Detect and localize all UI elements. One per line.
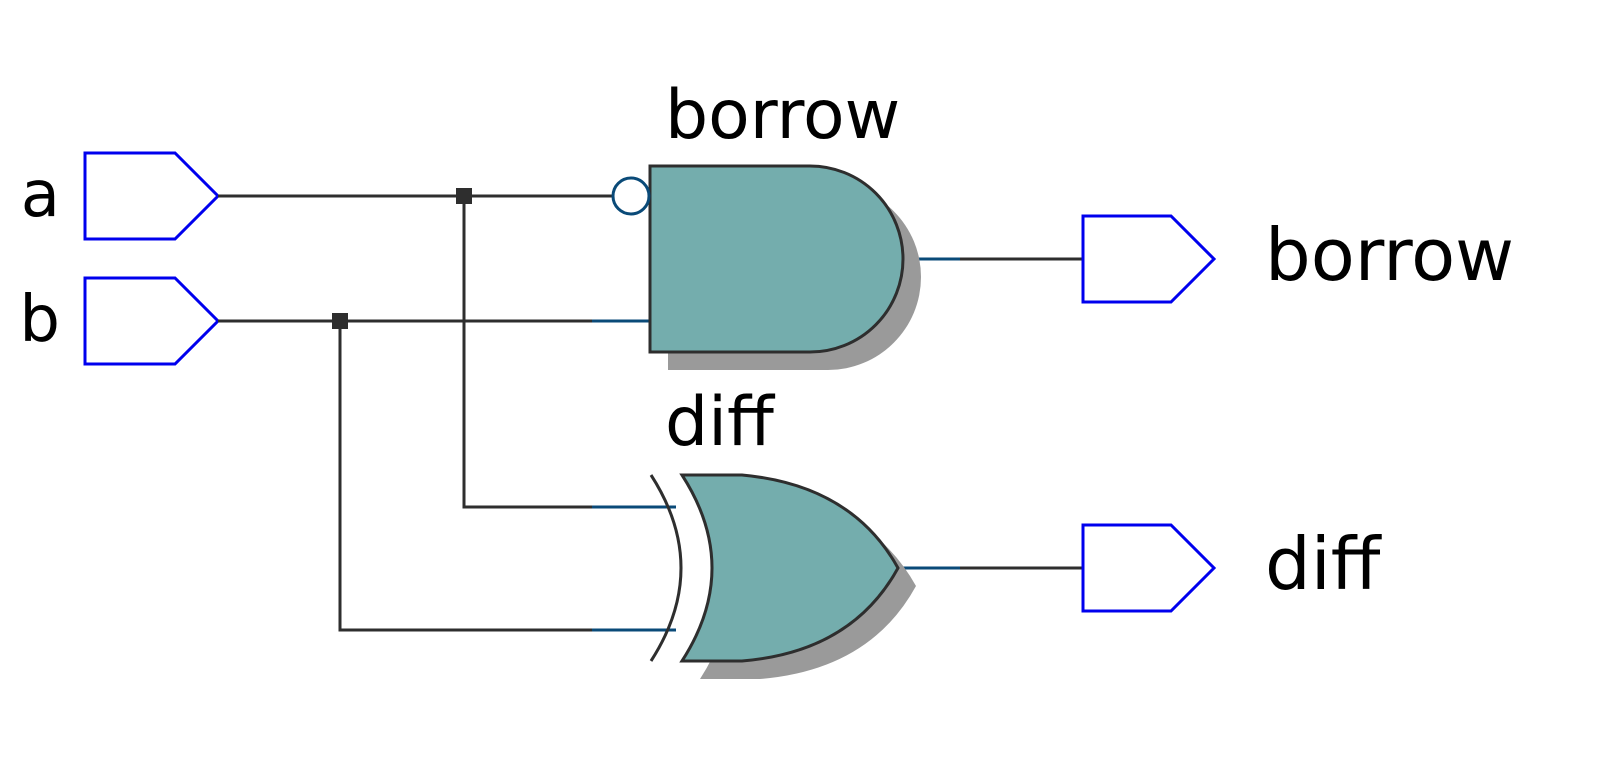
and-gate-borrow[interactable]: borrow — [611, 76, 921, 370]
junction-b — [332, 313, 348, 329]
output-port-borrow-shape — [1081, 214, 1217, 304]
output-port-diff[interactable]: diff — [1081, 522, 1382, 613]
pin-stubs — [592, 257, 960, 632]
output-port-diff-label: diff — [1265, 522, 1382, 606]
xor-gate-body — [679, 473, 900, 663]
wires — [218, 194, 1083, 632]
input-port-a[interactable]: a — [21, 151, 221, 241]
input-port-a-shape — [83, 151, 221, 241]
output-port-borrow[interactable]: borrow — [1081, 213, 1514, 304]
input-port-b-label: b — [19, 283, 60, 357]
inverter-bubble-icon — [611, 176, 651, 216]
wire-b-to-xor — [338, 321, 592, 632]
input-port-b-shape — [83, 276, 221, 366]
and-gate-body — [648, 164, 905, 354]
and-gate-instance-label: borrow — [665, 76, 900, 155]
xor-gate-diff[interactable]: diff — [649, 383, 916, 679]
output-port-diff-shape — [1081, 523, 1217, 613]
input-port-b[interactable]: b — [19, 276, 221, 366]
xor-gate-instance-label: diff — [665, 383, 776, 462]
input-port-a-label: a — [21, 158, 60, 232]
xor-gate-back-arc — [649, 474, 683, 662]
wire-a-to-xor — [462, 196, 592, 509]
junction-a — [456, 188, 472, 204]
output-port-borrow-label: borrow — [1265, 213, 1514, 297]
